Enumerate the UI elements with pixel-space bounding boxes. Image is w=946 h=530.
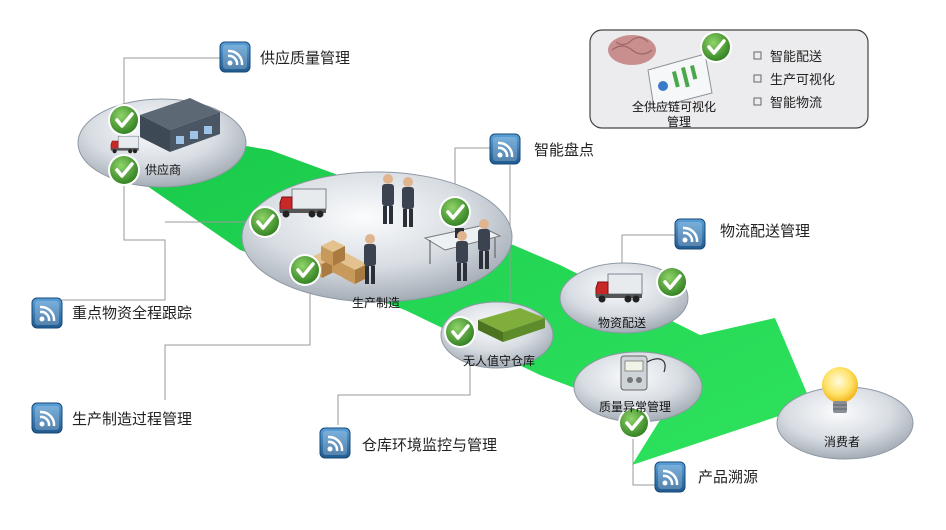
supplier-label: 供应商 [145, 162, 181, 177]
callout-production-process: 生产制造过程管理 [72, 410, 192, 428]
brain-icon [608, 35, 656, 65]
legend-bullet-icon [753, 97, 762, 106]
office-desk-icon [423, 219, 502, 281]
smart-inventory-rss-icon [488, 132, 522, 166]
key-material-rss-icon [30, 296, 64, 330]
delivery-label: 物资配送 [598, 315, 646, 330]
legend-check-icon [698, 29, 734, 65]
legend-title-line1: 全供应链可视化 [632, 99, 716, 114]
factory-icon [140, 98, 220, 152]
legend-title-line2: 管理 [667, 114, 691, 129]
callout-product-traceability: 产品溯源 [698, 468, 758, 486]
production-check-icon-3 [437, 194, 473, 230]
product-trace-rss-icon [653, 460, 687, 494]
callout-logistics-delivery: 物流配送管理 [720, 222, 810, 240]
callout-supply-quality: 供应质量管理 [260, 49, 350, 67]
supplier-check-icon [106, 102, 142, 138]
legend-item-production-visual: 生产可视化 [770, 73, 835, 88]
callout-key-material-tracking: 重点物资全程跟踪 [72, 304, 192, 322]
legend-item-smart-delivery: 智能配送 [770, 50, 822, 65]
legend-bullet-icon [753, 51, 762, 60]
dashboard-screen-icon [647, 53, 713, 109]
warehouse-check-icon [442, 314, 478, 350]
logistics-delivery-rss-icon [673, 217, 707, 251]
light-bulb-icon [822, 367, 858, 413]
callout-smart-inventory: 智能盘点 [534, 141, 594, 159]
production-label: 生产制造 [352, 296, 400, 310]
legend-item-smart-logistics: 智能物流 [770, 96, 822, 111]
connector-lines [62, 57, 675, 486]
production-check-icon-1 [247, 204, 283, 240]
test-meter-icon [620, 355, 666, 391]
supply-quality-rss-icon [218, 40, 252, 74]
quality-label: 质量异常管理 [599, 399, 671, 414]
warehouse-device-icon [478, 308, 545, 342]
consumer-label: 消费者 [824, 435, 860, 449]
legend-bullet-icon [753, 74, 762, 83]
callout-warehouse-monitoring: 仓库环境监控与管理 [362, 436, 497, 454]
warehouse-label: 无人值守仓库 [463, 353, 535, 368]
delivery-check-icon [654, 264, 690, 300]
production-check-icon-2 [287, 252, 323, 288]
supplier-check-icon-2 [106, 152, 142, 188]
warehouse-monitoring-rss-icon [318, 426, 352, 460]
production-process-rss-icon [30, 401, 64, 435]
legend-box: 全供应链可视化 管理 智能配送 生产可视化 智能物流 [589, 29, 869, 129]
